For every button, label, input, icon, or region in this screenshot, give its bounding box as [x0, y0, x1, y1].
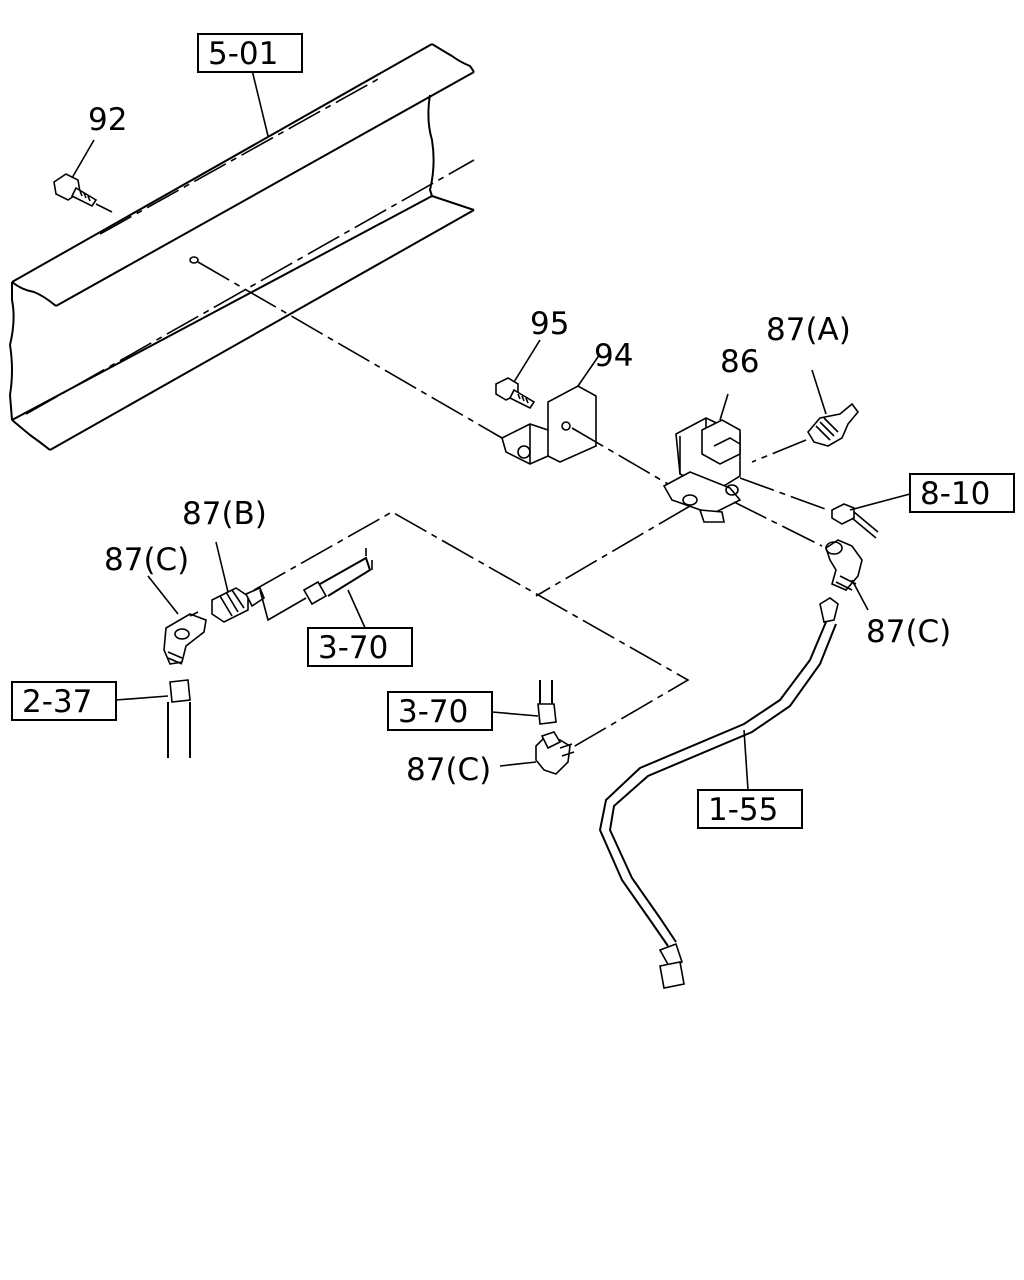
elbow-87c-right: [733, 501, 869, 611]
frame-rail: [8, 43, 475, 451]
leader-5-01: [251, 69, 269, 137]
fitting-87b: [211, 541, 265, 623]
label-92: 92: [88, 102, 127, 138]
ref-box-5-01: 5-01: [197, 33, 303, 73]
svg-text:3-70: 3-70: [398, 694, 468, 730]
elbow-87c-lower: [499, 731, 575, 775]
ref-box-1-55: 1-55: [697, 789, 803, 829]
svg-text:2-37: 2-37: [22, 684, 92, 720]
svg-text:3-70: 3-70: [318, 630, 388, 666]
pipe-1-55: [598, 597, 839, 989]
routing-line: [253, 511, 690, 751]
label-95: 95: [530, 306, 569, 342]
bracket-94: [501, 353, 601, 465]
elbow-87c-left: [147, 575, 207, 665]
label-87b: 87(B): [182, 496, 267, 532]
svg-text:1-55: 1-55: [708, 792, 778, 828]
svg-text:5-01: 5-01: [208, 36, 278, 72]
ref-box-2-37: 2-37: [11, 681, 117, 721]
ref-box-8-10: 8-10: [909, 473, 1015, 513]
label-87a: 87(A): [766, 312, 851, 348]
hose-2-37: [115, 679, 191, 758]
ref-box-3-70-lower: 3-70: [387, 691, 493, 731]
label-87c-right: 87(C): [866, 614, 951, 650]
ref-box-3-70-upper: 3-70: [307, 627, 413, 667]
connector-8-10: [739, 477, 911, 539]
tube-3-70-upper: [259, 548, 373, 631]
hole-to-bracket-leader: [197, 261, 503, 439]
tube-3-70-lower: [491, 680, 557, 725]
label-87c-left: 87(C): [104, 542, 189, 578]
solenoid-valve-86: [662, 393, 742, 523]
label-87c-lower: 87(C): [406, 752, 491, 788]
label-94: 94: [594, 338, 633, 374]
bolt-92: [53, 139, 113, 213]
svg-text:8-10: 8-10: [920, 476, 990, 512]
valve-to-line-leader: [535, 505, 691, 597]
bracket-to-valve-leader: [571, 427, 669, 485]
bolt-95: [495, 339, 541, 410]
switch-87a: [751, 369, 860, 463]
label-86: 86: [720, 344, 759, 380]
